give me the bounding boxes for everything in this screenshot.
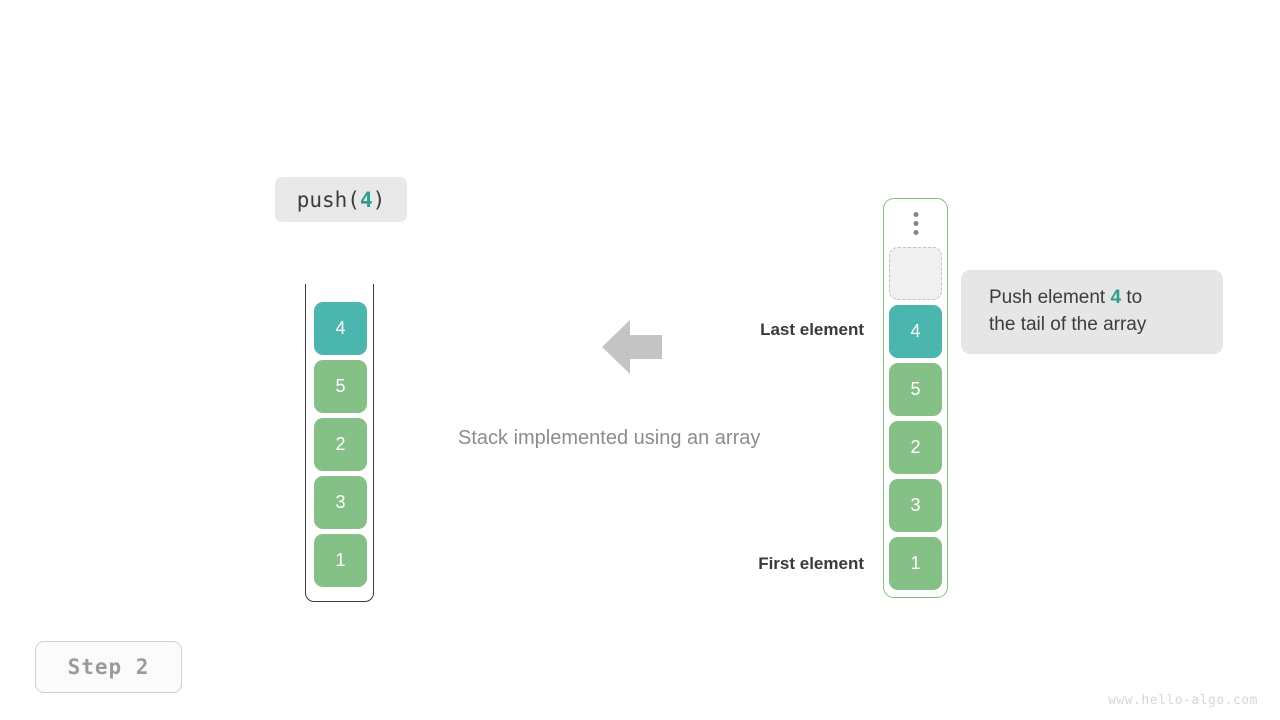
annotation-tooltip: Push element 4 to the tail of the array — [961, 270, 1223, 354]
left-arrow-icon — [602, 320, 662, 374]
step-badge: Step 2 — [35, 641, 182, 693]
stack-cell: 1 — [314, 534, 367, 587]
stack-cell-list: 4 5 2 3 1 — [314, 302, 367, 587]
array-cell: 4 — [889, 305, 942, 358]
stack-cell: 4 — [314, 302, 367, 355]
operation-suffix: ) — [372, 187, 386, 212]
stack-cell: 3 — [314, 476, 367, 529]
stack-cell: 5 — [314, 360, 367, 413]
operation-prefix: push( — [296, 187, 360, 212]
stack-container: 4 5 2 3 1 — [305, 284, 374, 602]
annotation-line1-suffix: to — [1121, 287, 1143, 308]
operation-value: 4 — [359, 187, 373, 212]
array-cell: 3 — [889, 479, 942, 532]
last-element-label: Last element — [760, 320, 864, 339]
annotation-line2: the tail of the array — [989, 314, 1147, 335]
array-cell: 5 — [889, 363, 942, 416]
operation-label: push(4) — [275, 177, 407, 222]
array-cell-empty — [889, 247, 942, 300]
vertical-ellipsis-icon — [913, 212, 918, 235]
first-element-label: First element — [758, 554, 864, 573]
array-cell: 1 — [889, 537, 942, 590]
annotation-line1-value: 4 — [1110, 287, 1122, 308]
annotation-line1-prefix: Push element — [989, 287, 1111, 308]
watermark: www.hello-algo.com — [1108, 693, 1258, 708]
stack-caption: Stack implemented using an array — [458, 427, 761, 449]
array-cell-list: 4 5 2 3 1 — [889, 247, 942, 590]
stack-cell: 2 — [314, 418, 367, 471]
array-container: 4 5 2 3 1 — [883, 198, 948, 598]
array-cell: 2 — [889, 421, 942, 474]
